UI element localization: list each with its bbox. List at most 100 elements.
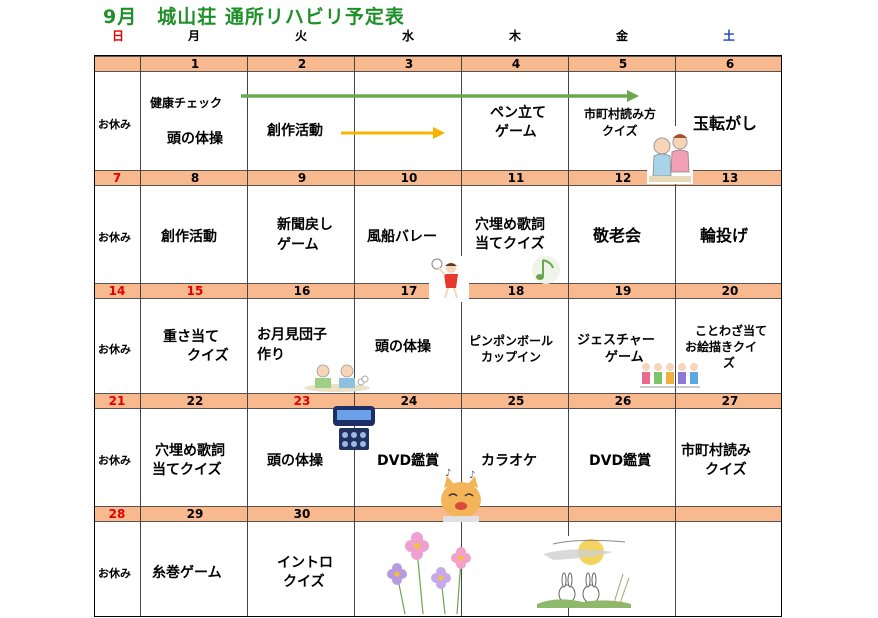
cosmos-flower-icon — [387, 532, 471, 615]
weekday-thu: 木 — [508, 29, 521, 43]
activity: 創作活動 — [161, 229, 217, 245]
svg-text:♪: ♪ — [445, 468, 451, 479]
date-cell: 1 — [190, 57, 200, 71]
music-note-icon — [532, 256, 560, 284]
activity: 新聞戻し — [277, 217, 333, 233]
date-cell: 24 — [400, 394, 418, 408]
date-row-week5 — [95, 506, 781, 522]
karaoke-machine-icon — [333, 406, 375, 450]
activity: 市町村読み方 — [584, 107, 657, 121]
activity: お絵描きクイ — [685, 340, 758, 354]
activity: 穴埋め歌詞 — [155, 443, 225, 459]
date-cell: 17 — [400, 284, 418, 298]
arrow-yellow-icon — [341, 127, 445, 139]
activity: ピンポンボール — [469, 334, 554, 348]
date-cell: 25 — [507, 394, 525, 408]
date-cell: 14 — [108, 284, 126, 298]
moon-rabbits-icon — [533, 536, 635, 608]
date-cell: 4 — [511, 57, 521, 71]
arrow-green-icon — [241, 90, 639, 102]
activity: 頭の体操 — [267, 453, 323, 469]
activity-health-check: 健康チェック — [150, 96, 223, 110]
date-cell: 22 — [186, 394, 204, 408]
date-cell: 3 — [404, 57, 414, 71]
date-cell: 15 — [186, 284, 204, 298]
date-cell: 23 — [293, 394, 311, 408]
activity: カップイン — [481, 350, 542, 364]
activity: クイズ — [283, 574, 325, 590]
date-row-week1 — [95, 56, 781, 72]
weekday-sat: 土 — [722, 29, 735, 43]
page-title: 9月 城山荘 通所リハビリ予定表 — [103, 6, 405, 28]
date-cell: 8 — [190, 171, 200, 185]
activity: 敬老会 — [593, 226, 642, 245]
activity: DVD鑑賞 — [377, 453, 440, 469]
activity: 糸巻ゲーム — [152, 565, 222, 581]
activity: ズ — [723, 356, 736, 370]
activity: 市町村読み — [681, 443, 751, 459]
activity: 玉転がし — [693, 114, 758, 133]
date-cell: 9 — [297, 171, 307, 185]
weekday-fri: 金 — [615, 29, 628, 43]
date-cell: 29 — [186, 507, 204, 521]
date-cell: 19 — [614, 284, 632, 298]
date-cell: 6 — [725, 57, 735, 71]
date-cell: 13 — [721, 171, 739, 185]
activity: 当てクイズ — [475, 236, 545, 252]
exercise-group-icon — [640, 363, 700, 388]
rest-label: お休み — [98, 118, 131, 131]
svg-text:♪: ♪ — [469, 470, 475, 481]
rest-label: お休み — [98, 343, 131, 356]
activity: ことわざ当て — [695, 324, 768, 338]
date-cell: 28 — [108, 507, 126, 521]
weekday-wed: 水 — [401, 29, 414, 43]
date-cell: 10 — [400, 171, 418, 185]
activity: 輪投げ — [700, 226, 749, 245]
activity: 当てクイズ — [152, 462, 222, 478]
date-row-week2 — [95, 170, 781, 186]
activity: お月見団子 — [257, 327, 327, 343]
weekday-sun: 日 — [111, 29, 124, 43]
seniors-dango-icon — [304, 364, 370, 392]
date-cell: 21 — [108, 394, 126, 408]
date-cell: 12 — [614, 171, 632, 185]
activity: 作り — [257, 347, 285, 363]
activity: 頭の体操 — [375, 339, 431, 355]
singing-cat-icon: ♪ ♪ — [441, 468, 481, 522]
activity: クイズ — [705, 462, 747, 478]
date-cell: 20 — [721, 284, 739, 298]
activity: DVD鑑賞 — [589, 453, 652, 469]
activity: イントロ — [277, 555, 333, 571]
activity: 重さ当て — [163, 329, 219, 345]
date-cell: 30 — [293, 507, 311, 521]
activity: クイズ — [187, 348, 229, 364]
rest-label: お休み — [98, 567, 131, 580]
activity: クイズ — [602, 124, 638, 138]
activity: ゲーム — [277, 237, 319, 253]
activity: 頭の体操 — [167, 131, 223, 147]
activity: 風船バレー — [367, 229, 437, 245]
date-row-week4 — [95, 393, 781, 409]
activity: ゲーム — [495, 124, 537, 140]
activity: ペン立て — [490, 105, 546, 121]
activity: ゲーム — [605, 350, 644, 365]
activity: ジェスチャー — [577, 333, 655, 348]
rest-label: お休み — [98, 454, 131, 467]
date-cell: 27 — [721, 394, 739, 408]
calendar-grid: 1 2 3 4 5 6 7 8 9 10 11 12 13 14 15 16 1… — [94, 55, 782, 617]
weekday-tue: 火 — [294, 29, 307, 43]
caregiver-icon — [647, 126, 693, 184]
date-cell: 16 — [293, 284, 311, 298]
date-cell: 2 — [297, 57, 307, 71]
activity: 創作活動 — [267, 123, 323, 139]
rest-label: お休み — [98, 231, 131, 244]
weekday-mon: 月 — [187, 29, 200, 43]
date-cell: 18 — [507, 284, 525, 298]
date-cell: 11 — [507, 171, 525, 185]
balloon-girl-icon — [429, 256, 469, 302]
activity: 穴埋め歌詞 — [475, 217, 545, 233]
date-cell: 26 — [614, 394, 632, 408]
activity: カラオケ — [481, 453, 537, 469]
date-cell: 7 — [112, 171, 122, 185]
date-cell: 5 — [618, 57, 628, 71]
